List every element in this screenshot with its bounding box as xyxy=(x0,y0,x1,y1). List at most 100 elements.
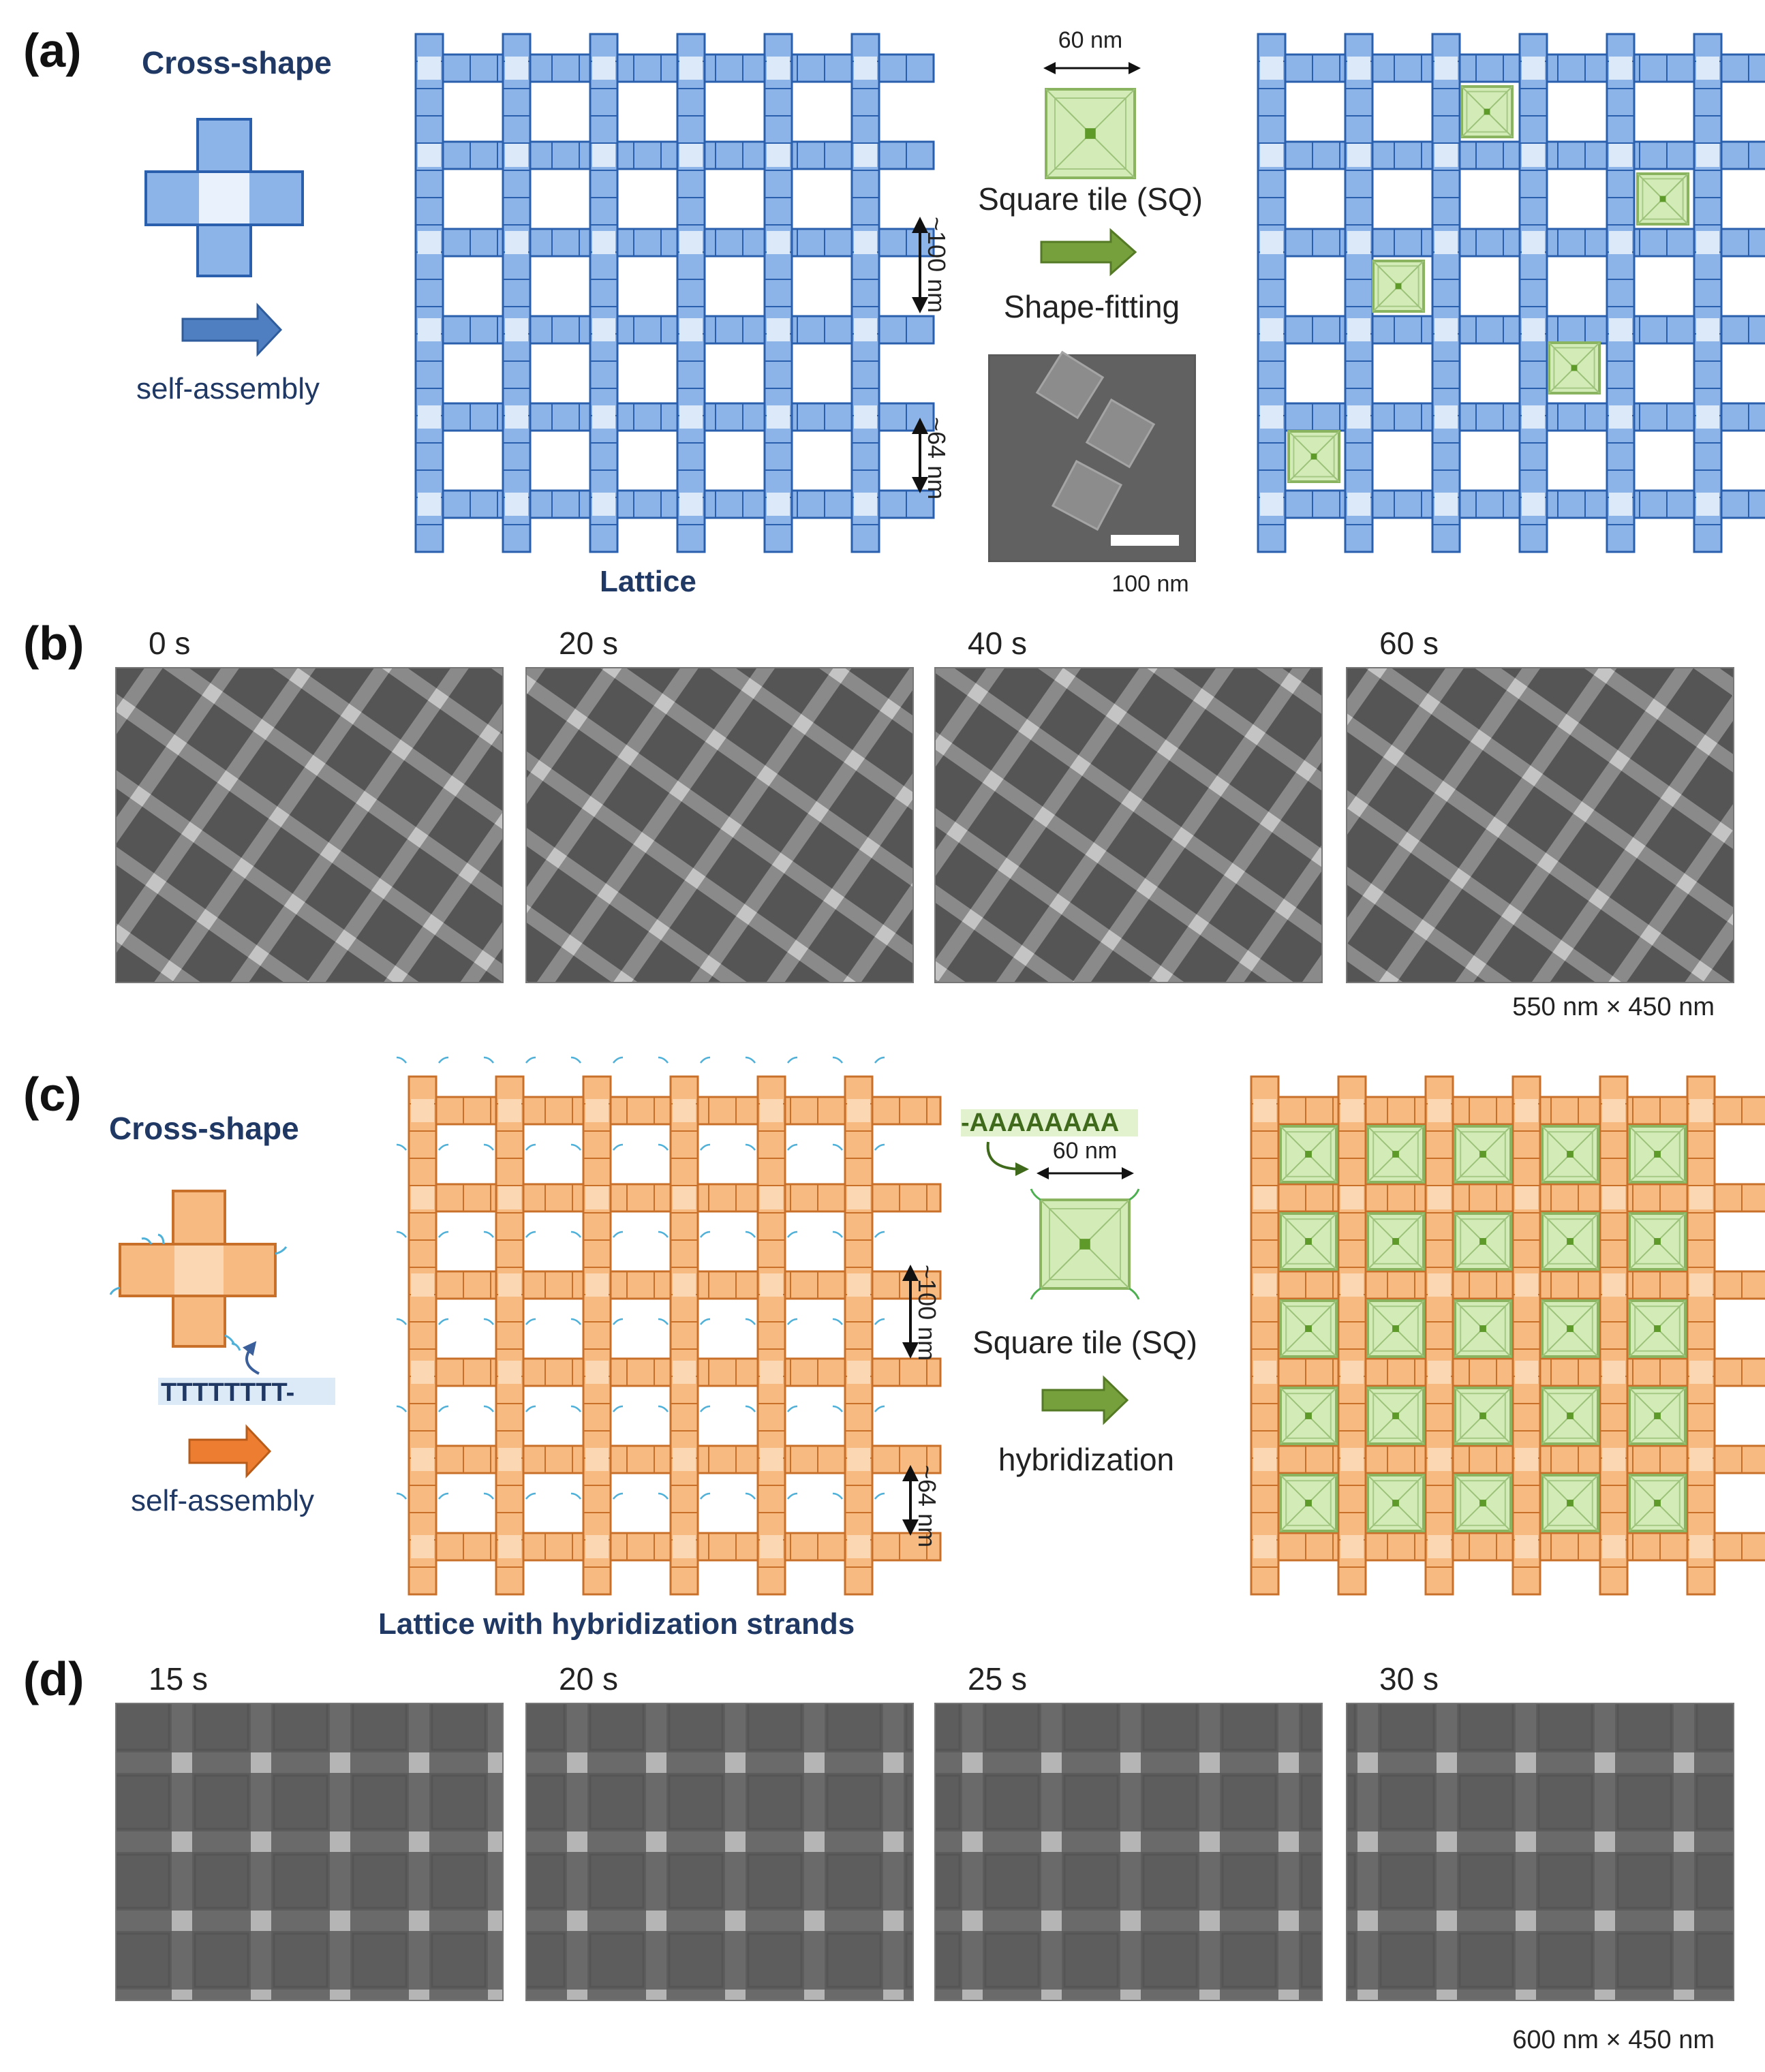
square-tile-label: Square tile (SQ) xyxy=(978,181,1203,217)
hybridization-arrow-icon xyxy=(1041,1375,1129,1425)
square-tile-label-c: Square tile (SQ) xyxy=(972,1325,1197,1360)
lattice-v-bar xyxy=(1599,1075,1629,1596)
b-frame: 20 s xyxy=(525,625,914,983)
lattice-v-bar xyxy=(1511,1075,1541,1596)
blue-lattice-with-tiles xyxy=(1257,33,1765,553)
orange-lattice xyxy=(396,1056,942,1596)
lattice-v-bar xyxy=(676,33,706,553)
lattice-h-bar xyxy=(1257,140,1765,170)
hybridized-square-tile xyxy=(1454,1212,1512,1271)
lattice-v-bar xyxy=(763,33,793,553)
hybridized-square-tile xyxy=(1454,1474,1512,1532)
lattice-v-bar xyxy=(844,1075,874,1596)
lattice-caption: Lattice xyxy=(600,565,696,598)
hybridized-square-tile xyxy=(1628,1212,1687,1271)
b-time-label: 60 s xyxy=(1379,625,1439,661)
hybridized-square-tile xyxy=(1366,1125,1425,1184)
panel-label-d: (d) xyxy=(23,1652,84,1705)
scalebar-label: 100 nm xyxy=(1111,571,1188,597)
cross-shape-title: Cross-shape xyxy=(142,45,332,80)
cross-shape-title-c: Cross-shape xyxy=(109,1111,299,1146)
self-assembly-label: self-assembly xyxy=(136,372,320,405)
lattice-h-bar xyxy=(1257,489,1765,519)
b-afm-image xyxy=(526,668,913,983)
square-tile-shape xyxy=(1045,88,1136,179)
lattice-v-bar xyxy=(669,1075,699,1596)
d-time-label: 30 s xyxy=(1379,1661,1439,1697)
lattice-v-bar xyxy=(1344,33,1374,553)
lattice-h-bar xyxy=(1257,53,1765,83)
lattice-v-bar xyxy=(1686,1075,1716,1596)
self-assembly-label-c: self-assembly xyxy=(131,1484,314,1517)
shape-fitting-label: Shape-fitting xyxy=(1004,289,1180,324)
fitted-square-tile xyxy=(1636,172,1689,226)
d-frame: 30 s xyxy=(1346,1661,1734,2001)
d-time-label: 20 s xyxy=(559,1661,618,1697)
panel-label-a: (a) xyxy=(23,24,82,77)
square-tile-icon xyxy=(1045,88,1136,179)
self-assembly-arrow-orange-icon xyxy=(188,1424,272,1479)
square-tile-with-strands-icon xyxy=(1030,1188,1140,1300)
b-time-label: 20 s xyxy=(559,625,618,661)
dim-100-label: ~100 nm xyxy=(923,217,951,313)
hybridized-square-tile xyxy=(1366,1387,1425,1445)
hybridized-square-tile xyxy=(1628,1299,1687,1358)
lattice-caption-c: Lattice with hybridization strands xyxy=(378,1607,855,1641)
lattice-v-bar xyxy=(756,1075,786,1596)
orange-lattice-filled xyxy=(1250,1075,1765,1596)
hybridization-label: hybridization xyxy=(998,1442,1174,1477)
hybridized-square-tile xyxy=(1454,1299,1512,1358)
hybridized-square-tile xyxy=(1279,1387,1338,1445)
lattice-v-bar xyxy=(1431,33,1461,553)
lattice-h-bar xyxy=(1250,1532,1765,1562)
hybridized-square-tile xyxy=(1454,1387,1512,1445)
panel-label-b: (b) xyxy=(23,617,84,670)
dimension-markers-a: ~100 nm ~64 nm xyxy=(912,217,951,499)
tile-size-label: 60 nm xyxy=(1058,27,1123,53)
hybridized-square-tile xyxy=(1279,1299,1338,1358)
b-frame: 60 s xyxy=(1346,625,1734,983)
field-size-d: 600 nm × 450 nm xyxy=(1512,2026,1715,2054)
d-afm-image xyxy=(116,1703,503,2000)
b-afm-image xyxy=(116,668,503,983)
d-afm-image xyxy=(935,1703,1322,2000)
hybridized-square-tile xyxy=(1541,1474,1599,1532)
lattice-v-bar xyxy=(408,1075,438,1596)
b-afm-image xyxy=(935,668,1322,983)
fitted-square-tile xyxy=(1287,430,1340,483)
lattice-v-bar xyxy=(495,1075,525,1596)
hybridized-square-tile xyxy=(1279,1474,1338,1532)
a-strand-label: -AAAAAAAA xyxy=(961,1109,1119,1137)
blue-lattice xyxy=(414,33,935,553)
lattice-v-bar xyxy=(1250,1075,1280,1596)
tile-size-label-c: 60 nm xyxy=(1053,1138,1118,1164)
d-frame: 15 s xyxy=(115,1661,504,2001)
lattice-v-bar xyxy=(1257,33,1287,553)
fitted-square-tile xyxy=(1548,341,1601,395)
self-assembly-arrow-icon xyxy=(181,303,283,357)
field-size-b: 550 nm × 450 nm xyxy=(1512,993,1715,1021)
hybridized-square-tile xyxy=(1628,1474,1687,1532)
lattice-v-bar xyxy=(414,33,444,553)
fitted-square-tile xyxy=(1460,85,1514,138)
t-strand-label: TTTTTTTT- xyxy=(161,1378,294,1407)
hybridized-square-tile xyxy=(1541,1387,1599,1445)
dim-100-label-c: ~100 nm xyxy=(913,1265,941,1361)
d-frame: 20 s xyxy=(525,1661,914,2001)
hybridized-square-tile xyxy=(1454,1125,1512,1184)
panel-c: (c) Cross-shape TTTTTTTT- self-assembly … xyxy=(23,1056,1765,1641)
scale-bar xyxy=(1111,535,1179,546)
b-time-label: 0 s xyxy=(149,625,190,661)
square-tile-shape-c xyxy=(1039,1199,1131,1290)
lattice-v-bar xyxy=(1693,33,1723,553)
orange-cross-shape-icon xyxy=(109,1190,288,1375)
lattice-h-bar xyxy=(1257,315,1765,345)
panel-a: (a) Cross-shape self-assembly Lattice ~1… xyxy=(23,24,1765,598)
dim-64-label-c: ~64 nm xyxy=(913,1465,941,1547)
d-afm-image xyxy=(1347,1703,1734,2000)
hybridized-square-tile xyxy=(1279,1212,1338,1271)
dim-64-label: ~64 nm xyxy=(923,417,951,499)
lattice-v-bar xyxy=(850,33,880,553)
